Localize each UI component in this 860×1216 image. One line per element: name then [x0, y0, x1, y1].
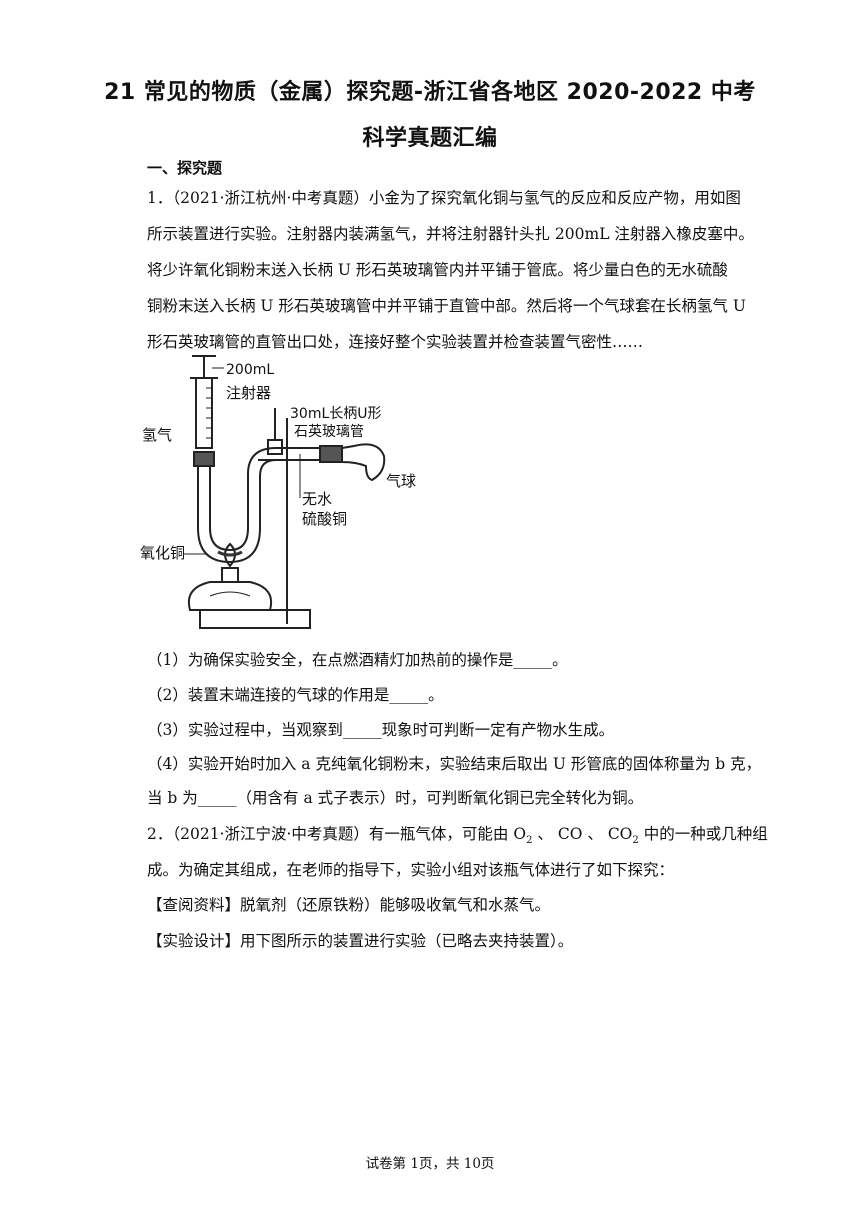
label-copper-oxide: 氧化铜: [140, 544, 185, 562]
gas-co2: CO2: [607, 825, 639, 847]
u-tube-outer: [197, 459, 338, 564]
question1-sub4-line2: 当 b 为_____（用含有 a 式子表示）时，可判断氧化铜已完全转化为铜。: [147, 789, 644, 807]
flame: [224, 542, 236, 568]
label-u-tube-line2: 石英玻璃管: [294, 423, 364, 440]
question1-sub4-line1: （4）实验开始时加入 a 克纯氧化铜粉末，实验结束后取出 U 形管底的固体称量为…: [147, 755, 762, 773]
page-title-line2: 科学真题汇编: [362, 126, 498, 151]
side-stopper: [319, 445, 343, 463]
label-syringe-volume: 200mL: [226, 362, 274, 378]
separator-1: 、: [537, 825, 553, 843]
question1-line5: 形石英玻璃管的直管出口处，连接好整个实验装置并检查装置气密性……: [147, 333, 644, 351]
gas-co2-subscript: 2: [632, 835, 639, 847]
lamp-neck: [221, 567, 239, 583]
gas-o2: O2: [513, 825, 533, 847]
section-heading: 一、探究题: [147, 159, 223, 177]
balloon-shape: [341, 443, 386, 482]
question2-line1: 2．（2021·浙江宁波·中考真题）有一瓶气体，可能由 O2 、 CO 、 CO…: [147, 822, 768, 846]
gas-o2-subscript: 2: [526, 835, 533, 847]
label-syringe: 注射器: [226, 384, 271, 402]
u-tube-inner: [209, 447, 338, 552]
apparatus-diagram: 200mL 注射器 氢气 30mL长柄U形 石英玻璃管 气球 无水 硫酸铜 氧化…: [140, 355, 416, 629]
gas-co2-symbol: CO: [607, 825, 633, 843]
question2-line2: 成。为确定其组成，在老师的指导下，实验小组对该瓶气体进行了如下探究：: [147, 861, 675, 879]
label-u-tube-line1: 30mL长柄U形: [290, 406, 382, 422]
alcohol-lamp: [188, 581, 272, 611]
gas-co: CO: [557, 825, 583, 843]
question1-line4: 铜粉末送入长柄 U 形石英玻璃管中并平铺于直管中部。然后将一个气球套在长柄氢气 …: [147, 297, 746, 315]
question1-line1: 1．（2021·浙江杭州·中考真题）小金为了探究氧化铜与氢气的反应和反应产物，用…: [147, 189, 741, 207]
page-footer: 试卷第 1页，共 10页: [365, 1156, 495, 1172]
question1-sub1: （1）为确保实验安全，在点燃酒精灯加热前的操作是_____。: [147, 651, 568, 669]
page-title-line1: 21 常见的物质（金属）探究题-浙江省各地区 2020-2022 中考: [104, 80, 756, 105]
label-anhydrous-line1: 无水: [302, 490, 332, 508]
rubber-stopper: [193, 451, 215, 467]
stand-base: [199, 609, 311, 629]
question1-sub2: （2）装置末端连接的气球的作用是_____。: [147, 686, 444, 704]
label-balloon: 气球: [386, 472, 416, 490]
question2-line3: 【查阅资料】脱氧剂（还原铁粉）能够吸收氧气和水蒸气。: [147, 896, 551, 914]
separator-2: 、: [587, 825, 603, 843]
question2-prefix: 2．（2021·浙江宁波·中考真题）有一瓶气体，可能由: [147, 825, 509, 843]
question1-line3: 将少许氧化铜粉末送入长柄 U 形石英玻璃管内并平铺于管底。将少量白色的无水硫酸: [147, 261, 728, 279]
label-hydrogen: 氢气: [142, 426, 172, 444]
question1-sub3: （3）实验过程中，当观察到_____现象时可判断一定有产物水生成。: [147, 721, 615, 739]
question1-line2: 所示装置进行实验。注射器内装满氢气，并将注射器针头扎 200mL 注射器入橡皮塞…: [147, 225, 754, 243]
gas-o2-symbol: O: [513, 825, 527, 843]
label-anhydrous-line2: 硫酸铜: [302, 510, 347, 528]
question2-suffix: 中的一种或几种组: [643, 825, 768, 843]
question2-line4: 【实验设计】用下图所示的装置进行实验（已略去夹持装置）。: [147, 932, 574, 950]
